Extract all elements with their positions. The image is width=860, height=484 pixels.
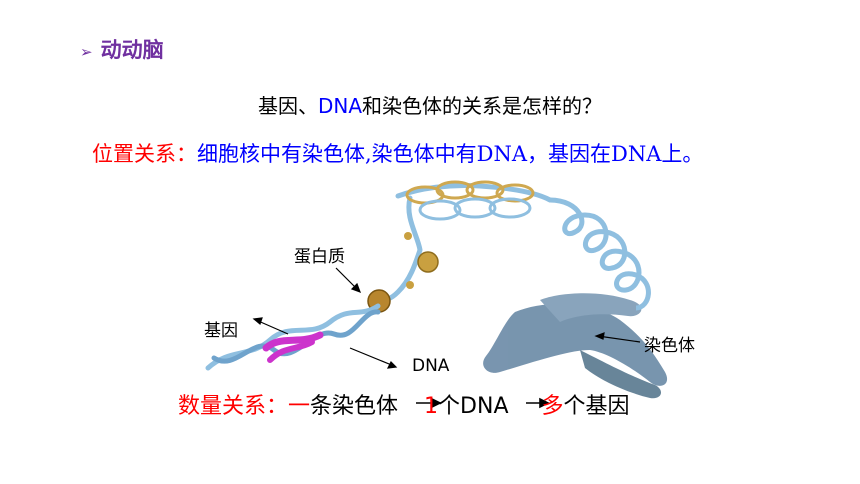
question-part2: 和染色体的关系是怎样的？ [362,94,603,118]
slide-heading: ➢ 动动脑 [80,34,164,64]
chromosome-shape [483,293,668,399]
label-chromosome: 染色体 [644,336,695,356]
quantity-one-b: 1 [424,394,439,419]
quantity-label: 数量关系： [178,394,289,419]
label-protein: 蛋白质 [294,247,345,267]
arrow-triangle-icon: ➢ [80,43,93,61]
quantity-genes: 个基因 [563,394,630,419]
pointer-arrows [252,267,641,369]
quantity-many: 多 [541,394,564,419]
label-dna: DNA [412,356,450,376]
quantity-one-a: 一 [288,394,311,419]
question-part1: 基因、 [257,94,318,118]
protein-granules [367,232,439,313]
quantity-chromosome: 条染色体 [310,394,399,419]
chromatin-coils [395,180,553,253]
supercoil-spring [549,197,651,311]
position-relation: 位置关系：细胞核中有染色体,染色体中有DNA，基因在DNA上。 [92,138,703,168]
label-gene: 基因 [204,321,238,341]
quantity-dna: 个DNA [438,394,516,419]
question-dna: DNA [317,94,363,118]
heading-text: 动动脑 [100,38,164,62]
position-label: 位置关系： [92,142,197,166]
dna-double-helix [205,303,381,371]
question-line: 基因、DNA和染色体的关系是怎样的？ [0,90,860,119]
quantity-relation: 数量关系：一条染色体 1个DNA 多个基因 [178,388,630,420]
position-text: 细胞核中有染色体,染色体中有DNA，基因在DNA上。 [197,142,704,166]
quantity-arrows [416,397,550,409]
